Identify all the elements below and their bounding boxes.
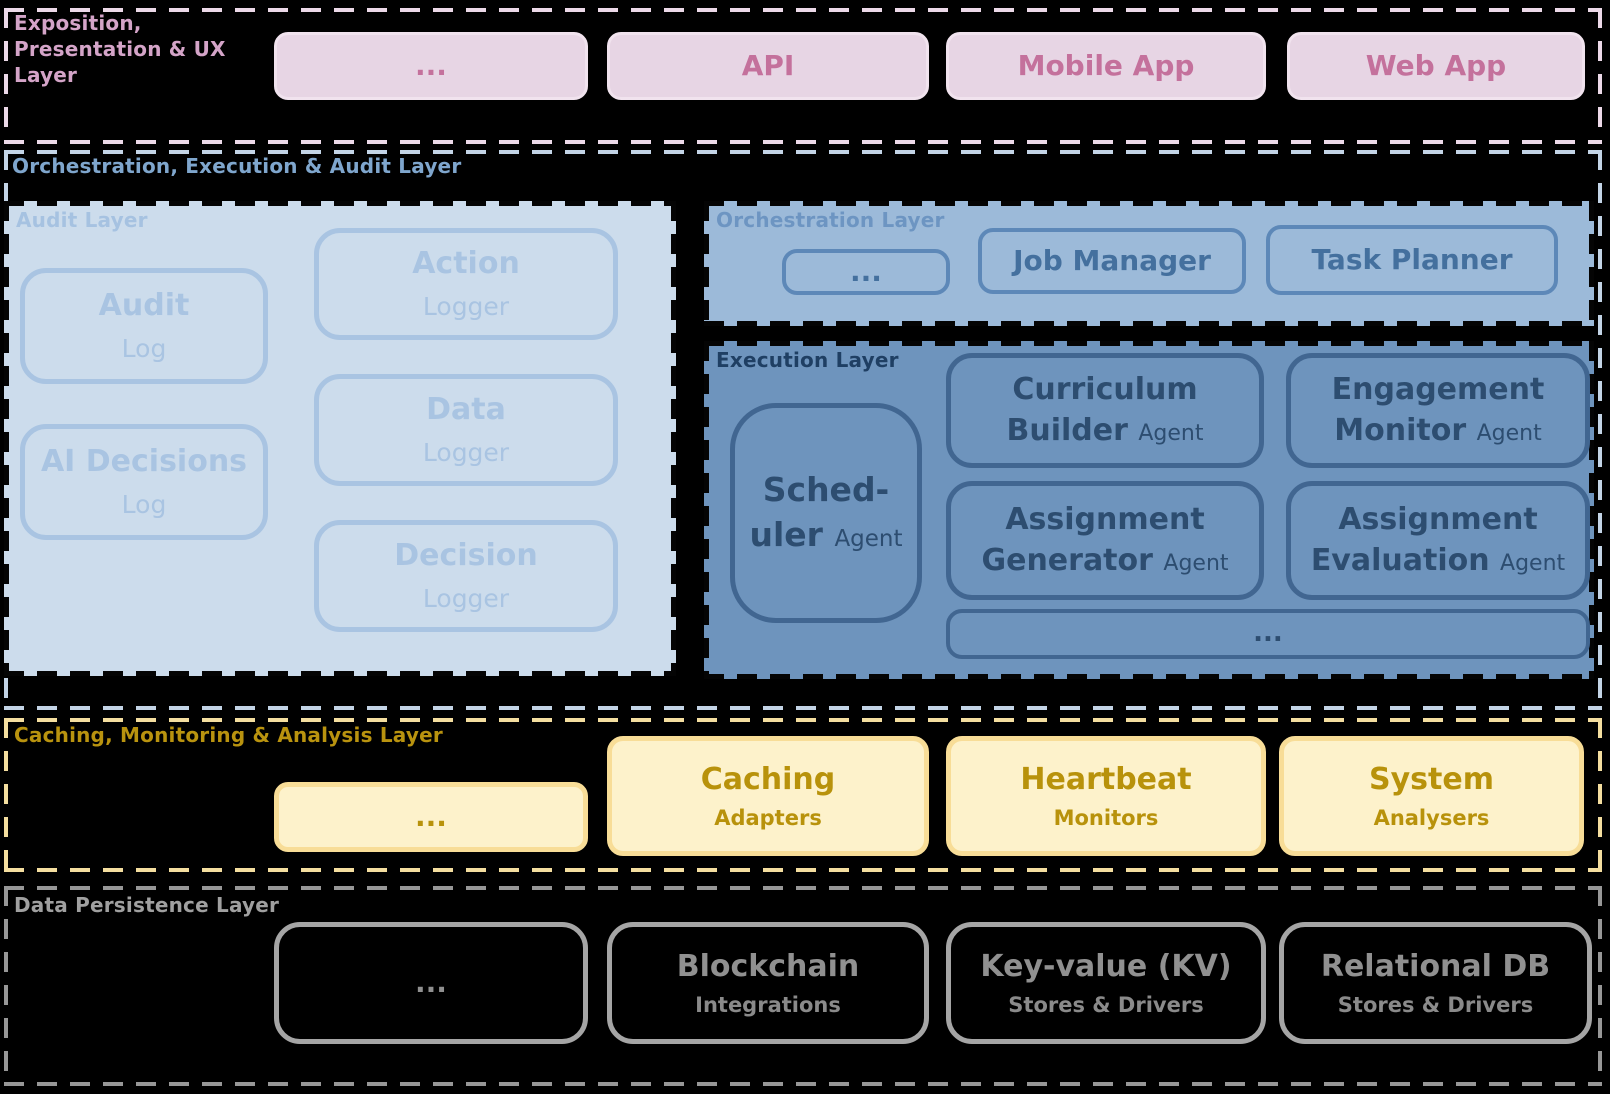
box-title: ...: [415, 965, 447, 999]
box-title-line1: Curriculum: [1012, 372, 1198, 407]
box-engagement-monitor-agent: Engagement Monitor Agent: [1286, 353, 1590, 468]
orchestration-layer-label: Orchestration Layer: [716, 208, 945, 232]
box-subtitle: Stores & Drivers: [1337, 992, 1534, 1017]
box-title-suffix: Agent: [1163, 550, 1229, 576]
audit-layer-label: Audit Layer: [16, 208, 148, 232]
box-mobile-app: Mobile App: [946, 32, 1266, 100]
box-subtitle: Logger: [422, 292, 510, 322]
layer-orchestration-label: Orchestration, Execution & Audit Layer: [12, 154, 462, 178]
box-title-suffix: Agent: [1138, 420, 1204, 446]
box-heartbeat-monitors: Heartbeat Monitors: [946, 736, 1266, 856]
box-title-line1: Sched-: [762, 470, 890, 510]
box-data-logger: Data Logger: [314, 374, 618, 486]
box-subtitle: Logger: [422, 438, 510, 468]
layer-caching-label: Caching, Monitoring & Analysis Layer: [14, 723, 443, 747]
box-execution-more: ...: [946, 609, 1590, 659]
box-title-line2: Generator Agent: [981, 541, 1228, 582]
box-title: Key-value (KV): [980, 948, 1232, 984]
box-caching-more: ...: [274, 782, 588, 852]
box-title: Relational DB: [1320, 948, 1551, 984]
box-subtitle: Monitors: [1053, 805, 1159, 830]
box-title: AI Decisions: [40, 444, 248, 480]
layer-orchestration-execution-audit: Orchestration, Execution & Audit Layer A…: [4, 150, 1602, 710]
box-title-word: Monitor: [1334, 412, 1467, 448]
box-action-logger: Action Logger: [314, 228, 618, 340]
box-title-line2: Builder Agent: [1007, 411, 1204, 452]
box-title: Heartbeat: [1020, 761, 1192, 797]
execution-layer-panel: Execution Layer Sched- uler Agent Curric…: [704, 341, 1594, 679]
box-title-line1: Assignment: [1338, 502, 1538, 537]
box-job-manager: Job Manager: [978, 228, 1246, 294]
box-title: Blockchain: [676, 948, 860, 984]
box-assignment-evaluation-agent: Assignment Evaluation Agent: [1286, 481, 1590, 600]
box-blockchain-integrations: Blockchain Integrations: [607, 922, 929, 1044]
box-subtitle: Adapters: [714, 805, 822, 830]
box-title-word: uler: [749, 515, 823, 554]
box-title: System: [1369, 761, 1494, 797]
box-title-suffix: Agent: [1500, 550, 1566, 576]
box-exposition-more: ...: [274, 32, 588, 100]
box-subtitle: Log: [121, 334, 167, 364]
box-persistence-more: ...: [274, 922, 588, 1044]
layer-caching-monitoring-analysis: Caching, Monitoring & Analysis Layer ...…: [4, 718, 1602, 872]
box-ai-decisions-log: AI Decisions Log: [20, 424, 268, 540]
box-title-line2: uler Agent: [749, 513, 902, 558]
box-title-suffix: Agent: [1476, 420, 1542, 446]
box-curriculum-builder-agent: Curriculum Builder Agent: [946, 353, 1264, 468]
box-title: ...: [850, 254, 882, 288]
box-title: ...: [415, 48, 447, 82]
layer-exposition-label: Exposition, Presentation & UX Layer: [14, 11, 226, 87]
box-title: Job Manager: [1013, 243, 1211, 277]
box-title-word: Generator: [981, 542, 1153, 578]
box-subtitle: Log: [121, 490, 167, 520]
box-title-line2: Monitor Agent: [1334, 411, 1541, 452]
box-decision-logger: Decision Logger: [314, 520, 618, 632]
layer-persistence-label: Data Persistence Layer: [14, 893, 280, 917]
box-title-line2: Evaluation Agent: [1311, 541, 1565, 582]
audit-layer-panel: Audit Layer Audit Log AI Decisions Log A…: [4, 201, 676, 676]
box-title-word: Evaluation: [1310, 542, 1490, 578]
orchestration-layer-panel: Orchestration Layer ... Job Manager Task…: [704, 201, 1594, 326]
box-title: API: [741, 48, 795, 82]
layer-exposition: Exposition, Presentation & UX Layer ... …: [4, 8, 1602, 144]
box-title: Caching: [700, 761, 836, 797]
box-scheduler-agent: Sched- uler Agent: [730, 403, 922, 623]
box-title: Data: [426, 392, 506, 428]
box-title-suffix: Agent: [834, 526, 903, 552]
box-assignment-generator-agent: Assignment Generator Agent: [946, 481, 1264, 600]
box-title-line1: Engagement: [1331, 372, 1545, 407]
box-subtitle: Integrations: [695, 992, 841, 1017]
box-subtitle: Stores & Drivers: [1008, 992, 1204, 1017]
box-title: Mobile App: [1017, 48, 1195, 82]
box-caching-adapters: Caching Adapters: [607, 736, 929, 856]
box-subtitle: Logger: [422, 584, 510, 614]
box-title: Decision: [394, 538, 538, 574]
box-title: Web App: [1365, 48, 1507, 82]
box-orchestration-more: ...: [782, 249, 950, 295]
box-title: Action: [412, 246, 520, 282]
box-title: ...: [415, 799, 447, 833]
box-title: Task Planner: [1311, 242, 1513, 276]
box-relational-db-stores: Relational DB Stores & Drivers: [1279, 922, 1592, 1044]
box-title: ...: [1253, 618, 1283, 649]
box-task-planner: Task Planner: [1266, 225, 1558, 295]
execution-layer-label: Execution Layer: [716, 348, 899, 372]
box-key-value-stores: Key-value (KV) Stores & Drivers: [946, 922, 1266, 1044]
layer-data-persistence: Data Persistence Layer ... Blockchain In…: [4, 886, 1602, 1086]
box-title: Audit: [98, 288, 190, 324]
box-web-app: Web App: [1287, 32, 1585, 100]
box-title-line1: Assignment: [1005, 502, 1205, 537]
box-audit-log: Audit Log: [20, 268, 268, 384]
box-title-word: Builder: [1006, 412, 1128, 448]
box-subtitle: Analysers: [1373, 805, 1490, 830]
box-api: API: [607, 32, 929, 100]
box-system-analysers: System Analysers: [1279, 736, 1584, 856]
